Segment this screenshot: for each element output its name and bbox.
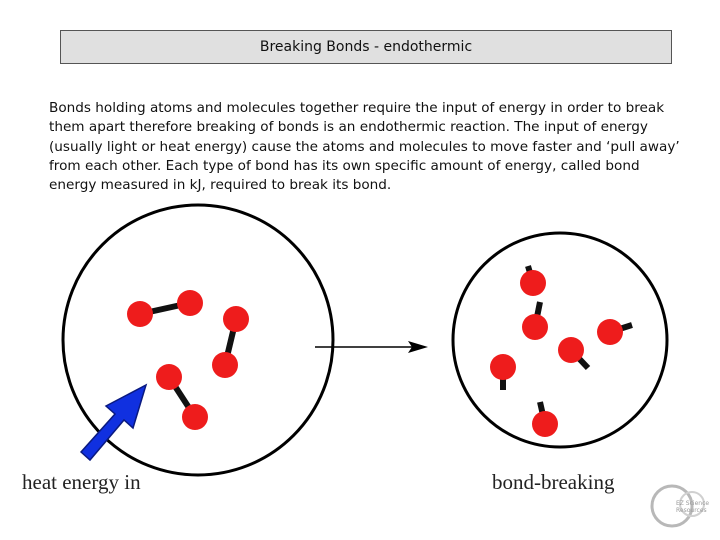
atom <box>127 301 153 327</box>
right-container-circle <box>451 231 669 449</box>
atom-with-broken-bond <box>532 401 558 437</box>
brand-logo: EZ Science Resources <box>648 478 714 534</box>
logo-rings-icon <box>650 484 705 528</box>
description-paragraph: Bonds holding atoms and molecules togeth… <box>49 100 680 194</box>
right-atoms <box>490 265 633 437</box>
atom-with-broken-bond <box>490 354 516 390</box>
atom <box>223 306 249 332</box>
left-molecules <box>127 290 249 430</box>
logo-text: EZ Science Resources <box>676 500 710 514</box>
caption-bond-breaking: bond-breaking <box>492 470 615 494</box>
molecule <box>127 290 203 327</box>
atom <box>182 404 208 430</box>
atom-with-broken-bond <box>597 319 633 345</box>
atom <box>156 364 182 390</box>
slide-title: Breaking Bonds - endothermic <box>60 30 672 64</box>
left-container-circle <box>61 203 335 477</box>
heat-arrow-icon <box>79 383 148 462</box>
atom-with-broken-bond <box>558 337 591 371</box>
atom <box>177 290 203 316</box>
molecule <box>156 364 208 430</box>
atom-with-broken-bond <box>522 301 548 340</box>
atom <box>212 352 238 378</box>
caption-heat-energy-in: heat energy in <box>22 470 141 494</box>
molecule <box>212 306 249 378</box>
slide-title-text: Breaking Bonds - endothermic <box>259 39 473 55</box>
reaction-arrow-icon <box>315 341 428 353</box>
atom-with-broken-bond <box>520 265 546 296</box>
